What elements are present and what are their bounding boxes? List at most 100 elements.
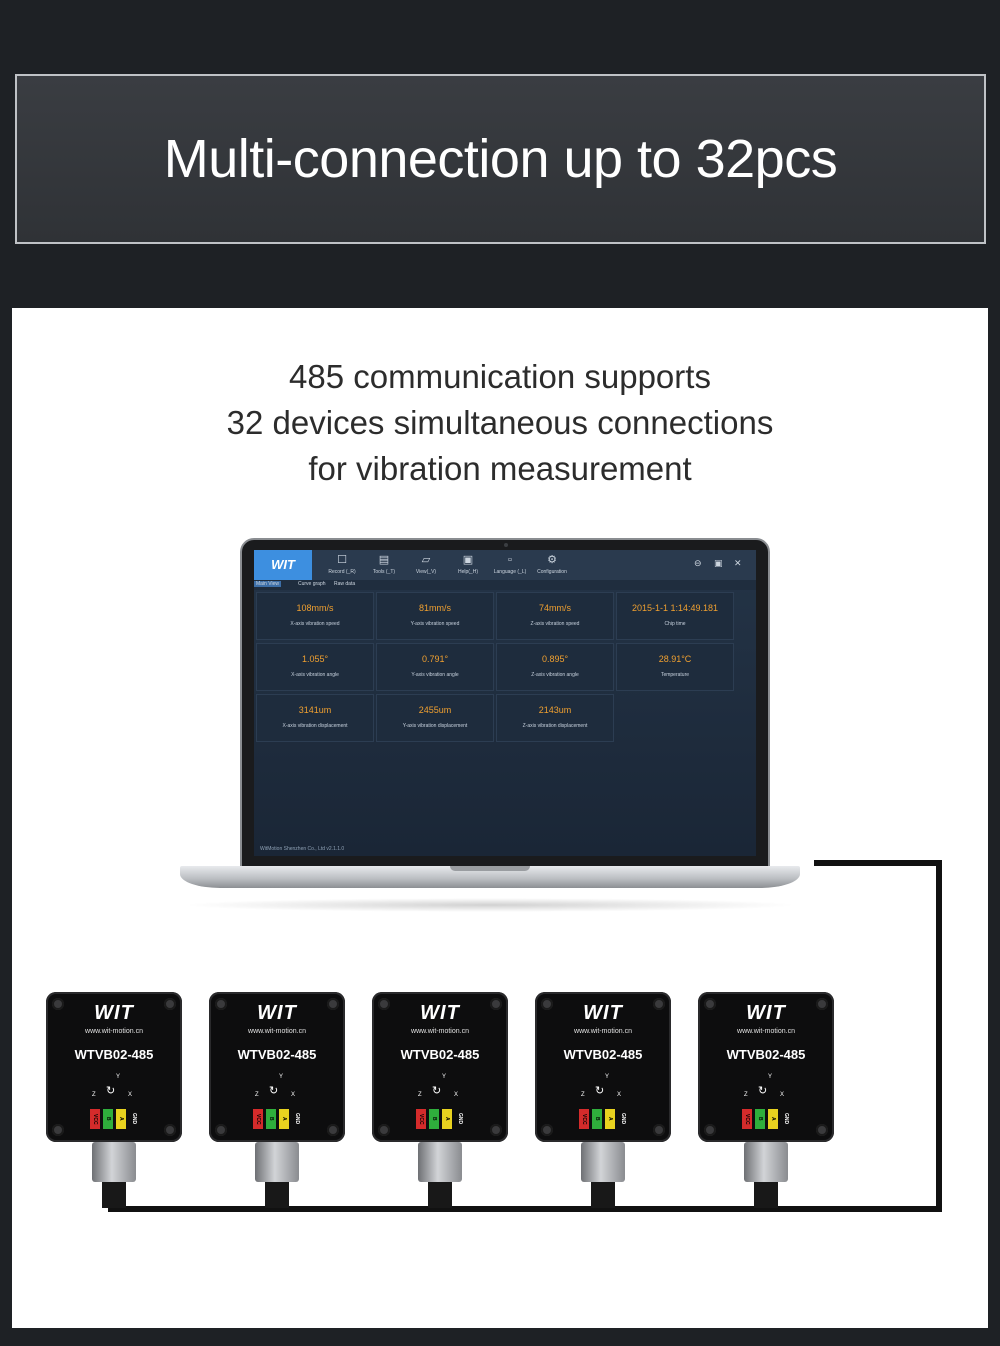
pin-gnd: GND [781,1109,791,1129]
pin-vcc: VCC [416,1109,426,1129]
content-panel: 485 communication supports 32 devices si… [12,308,988,1328]
cable-connector [102,1182,126,1208]
reading-cell: 0.895°Z-axis vibration angle [496,643,614,691]
laptop: WIT ☐Record (_R) ▤Tools (_T) ▱View(_V) ▣… [240,538,770,868]
sensor-url: www.wit-motion.cn [411,1028,469,1035]
screw-icon [327,1124,339,1136]
menu-view[interactable]: ▱View(_V) [406,550,446,580]
cable-gland [418,1142,462,1182]
sensor-body [209,992,345,1142]
sensor-logo: WIT [746,1002,786,1024]
axis-label-y: Y [116,1074,121,1080]
axis-label-x: X [291,1092,296,1098]
pin-labels: VCC B A GND [90,1109,142,1129]
pin-gnd: GND [455,1109,465,1129]
status-bar: WitMotion Shenzhen Co., Ltd v2.1.1.0 [260,846,345,852]
sensor-logo: WIT [420,1002,460,1024]
screw-icon [541,1124,553,1136]
pin-labels: VCC B A GND [253,1109,305,1129]
screw-icon [816,998,828,1010]
cable [814,860,942,866]
pin-labels: VCC B A GND [742,1109,794,1129]
close-icon[interactable]: ✕ [734,558,742,568]
software-screen: WIT ☐Record (_R) ▤Tools (_T) ▱View(_V) ▣… [254,550,756,856]
chat-icon: ▫ [508,554,512,566]
axis-icon: ↻ [269,1085,279,1097]
axis-label-z: Z [581,1092,585,1098]
sensor-device: WIT www.wit-motion.cn WTVB02-485 Y Z X ↻… [698,992,834,1142]
pin-labels: VCC B A GND [579,1109,631,1129]
cable-gland [744,1142,788,1182]
axis-icon: ↻ [758,1085,768,1097]
axis-label-x: X [128,1092,133,1098]
sensor-body [535,992,671,1142]
axis-label-y: Y [279,1074,284,1080]
tab-curve-graph[interactable]: Curve graph [298,581,326,587]
sensor-url: www.wit-motion.cn [574,1028,632,1035]
cable-gland [255,1142,299,1182]
axis-diagram: Y Z X ↻ [255,1074,299,1104]
axis-diagram: Y Z X ↻ [92,1074,136,1104]
axis-diagram: Y Z X ↻ [418,1074,462,1104]
reading-cell: 0.791°Y-axis vibration angle [376,643,494,691]
axis-label-z: Z [418,1092,422,1098]
cable [936,860,942,1212]
pin-a: A [116,1109,126,1129]
menu-help[interactable]: ▣Help(_H) [448,550,488,580]
pin-a: A [768,1109,778,1129]
screw-icon [164,998,176,1010]
screw-icon [52,998,64,1010]
tab-main-view[interactable]: Main View [254,581,281,587]
description-line: 32 devices simultaneous connections [226,404,774,441]
sensor-body [698,992,834,1142]
sensor-url: www.wit-motion.cn [737,1028,795,1035]
sensor-model: WTVB02-485 [237,1047,317,1062]
screw-icon [215,998,227,1010]
axis-diagram: Y Z X ↻ [581,1074,625,1104]
sensor-device: WIT www.wit-motion.cn WTVB02-485 Y Z X ↻… [46,992,182,1142]
menu-language[interactable]: ▫Language (_L) [490,550,530,580]
description-line: for vibration measurement [308,450,692,487]
toolbox-icon: ▤ [378,554,390,566]
axis-label-z: Z [744,1092,748,1098]
reading-cell: 1.055°X-axis vibration angle [256,643,374,691]
cable-connector [754,1182,778,1208]
pin-gnd: GND [292,1109,302,1129]
sensor-url: www.wit-motion.cn [248,1028,306,1035]
menu-configuration[interactable]: ⚙Configuration [532,550,572,580]
pin-b: B [592,1109,602,1129]
tab-raw-data[interactable]: Raw data [334,581,356,587]
axis-label-z: Z [255,1092,259,1098]
sensor-model: WTVB02-485 [726,1047,806,1062]
restore-icon[interactable]: ▣ [714,558,723,568]
document-icon: ☐ [337,554,347,566]
sensor-device: WIT www.wit-motion.cn WTVB02-485 Y Z X ↻… [535,992,671,1142]
page-title: Multi-connection up to 32pcs [163,129,838,189]
axis-label-z: Z [92,1092,96,1098]
menu-tools[interactable]: ▤Tools (_T) [364,550,404,580]
app-logo: WIT [254,550,312,580]
pin-gnd: GND [618,1109,628,1129]
minimize-icon[interactable]: ⊖ [694,558,702,568]
menu-record[interactable]: ☐Record (_R) [322,550,362,580]
screw-icon [52,1124,64,1136]
axis-label-x: X [617,1092,622,1098]
pin-b: B [103,1109,113,1129]
screw-icon [704,998,716,1010]
cable [108,1206,942,1212]
screw-icon [816,1124,828,1136]
axis-diagram: Y Z X ↻ [744,1074,788,1104]
screw-icon [653,1124,665,1136]
sensor-logo: WIT [583,1002,623,1024]
screw-icon [215,1124,227,1136]
pin-b: B [429,1109,439,1129]
cable-gland [581,1142,625,1182]
pin-vcc: VCC [579,1109,589,1129]
sensor-model: WTVB02-485 [400,1047,480,1062]
sensor-logo: WIT [94,1002,134,1024]
